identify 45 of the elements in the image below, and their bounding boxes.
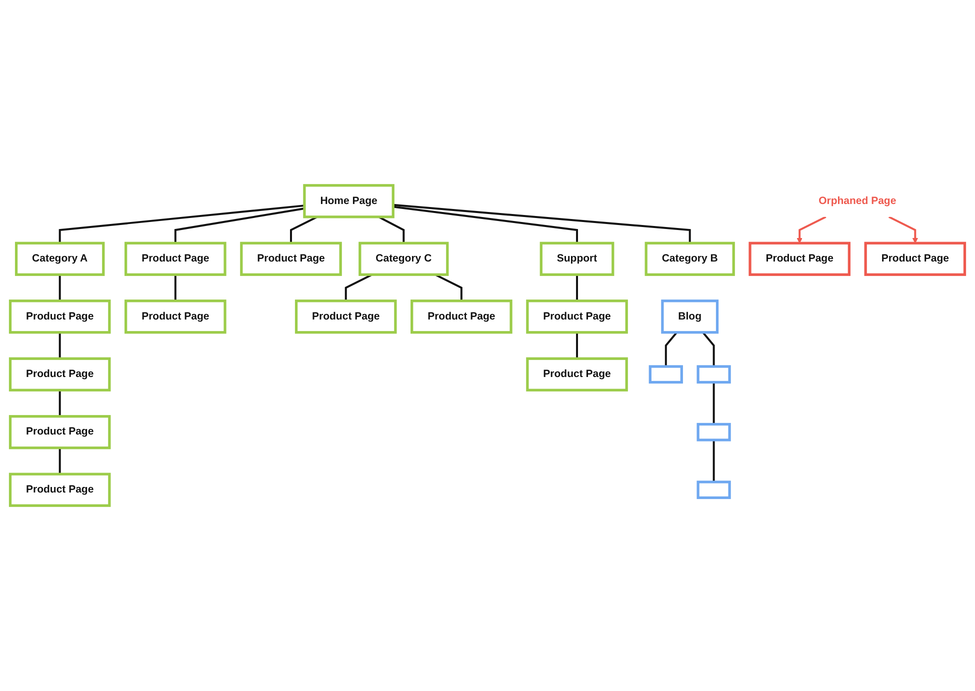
node-box [696,365,731,384]
node-box [8,472,111,507]
connector [58,448,61,474]
node-box [696,422,731,442]
connector [378,216,405,244]
node-box [526,300,628,334]
connector [174,208,305,244]
node-box [124,300,226,334]
connector [576,332,578,359]
connector [434,274,462,301]
node-box [14,242,105,276]
arrow [888,216,918,244]
node-box [410,300,512,334]
connector [290,216,318,244]
node-box [294,300,397,334]
connector [702,332,715,366]
connector [58,332,61,359]
connector [712,440,715,482]
node-box [748,242,850,276]
node-box [661,300,719,334]
node-box [8,415,111,450]
node-box [526,357,628,392]
node-text: Orphaned Page [818,195,896,206]
node-box [540,242,614,276]
connector [174,274,176,301]
node-box [8,357,111,392]
connector [664,332,678,366]
connector [393,204,691,244]
node-box [8,300,111,334]
connector [58,274,61,301]
arrow [796,216,826,244]
node-box [696,480,731,500]
connector [712,382,715,424]
connector [576,274,578,301]
node-box [124,242,226,276]
connector [393,206,578,244]
connector [58,204,305,244]
connector [344,274,373,301]
node-box [303,184,394,218]
node-box [358,242,449,276]
node-box [648,365,683,384]
connector [58,390,61,416]
node-box [644,242,735,276]
node-box [864,242,966,276]
node-box [240,242,342,276]
